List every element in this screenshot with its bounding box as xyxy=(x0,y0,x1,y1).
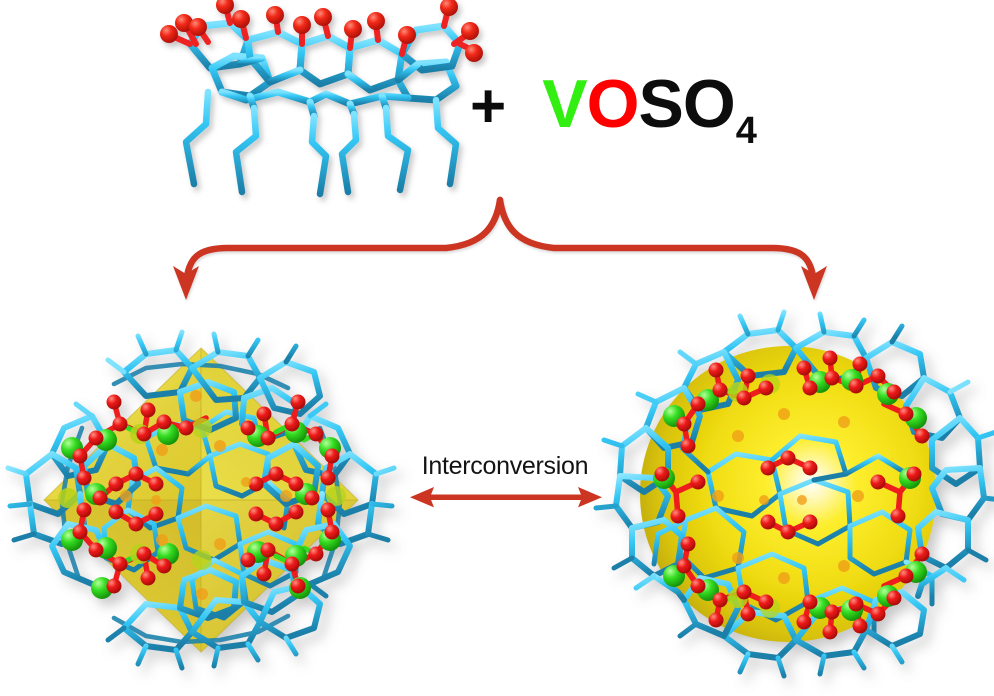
oxygen-atoms-sphere xyxy=(654,350,930,640)
vanadium-oxo-clusters-sphere xyxy=(653,350,930,640)
vanadium-oxo-clusters xyxy=(58,390,346,600)
plus-sign: + xyxy=(470,72,507,141)
oxygen-atoms-cage xyxy=(72,394,340,594)
alkyl-chains xyxy=(182,88,460,198)
reagent-equation: + VOSO4 xyxy=(470,52,830,157)
calixarene-ligand-structure xyxy=(150,0,483,198)
branching-reaction-arrow xyxy=(140,192,860,304)
interconversion-label: Interconversion xyxy=(421,452,589,480)
calixarene-skeleton xyxy=(160,0,483,198)
oxygen-atoms xyxy=(160,0,483,62)
occluded-atoms-sphere xyxy=(712,408,864,584)
formula-subscript: 4 xyxy=(735,110,757,152)
double-arrow xyxy=(410,487,602,508)
voso4-formula: VOSO4 xyxy=(542,70,757,150)
formula-part-oxygen: O xyxy=(586,66,640,142)
formula-part-oxygen-sulfate: O xyxy=(682,66,736,142)
interconversion-arrow xyxy=(400,482,610,514)
formula-part-vanadium: V xyxy=(542,66,587,142)
arrowheads xyxy=(173,266,827,300)
formula-part-sulfur: S xyxy=(638,66,683,142)
occluded-atoms xyxy=(120,390,292,600)
spherical-cage-structure xyxy=(588,296,994,690)
arrow-stroke xyxy=(182,196,818,288)
octahedral-cage-structure xyxy=(0,288,406,692)
